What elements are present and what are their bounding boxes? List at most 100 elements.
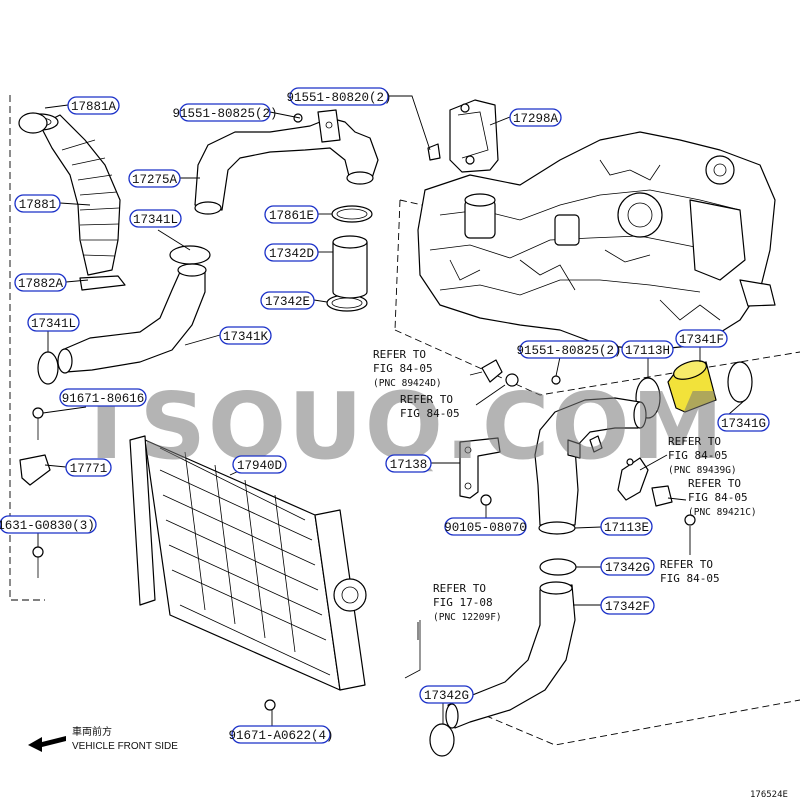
- svg-text:91671-80616: 91671-80616: [62, 392, 145, 406]
- label-17275a[interactable]: 17275A: [128, 169, 181, 188]
- label-91551-80820[interactable]: 91551-80820(2): [286, 87, 392, 106]
- svg-text:17940D: 17940D: [237, 459, 282, 473]
- svg-text:(PNC 89424D): (PNC 89424D): [373, 378, 442, 389]
- diagram-id: 176524E: [750, 790, 788, 800]
- label-17882a[interactable]: 17882A: [14, 273, 67, 292]
- label-17341f[interactable]: 17341F: [675, 329, 728, 348]
- sensor-89439g: [617, 457, 696, 526]
- intercooler-17940d: [129, 435, 421, 711]
- label-17881[interactable]: 17881: [14, 194, 61, 213]
- svg-text:91551-80820(2): 91551-80820(2): [286, 91, 391, 105]
- svg-text:17342G: 17342G: [605, 561, 650, 575]
- label-17771[interactable]: 17771: [65, 458, 112, 477]
- refer-89424d: REFER TO FIG 84-05 (PNC 89424D): [373, 348, 442, 389]
- svg-text:REFER TO: REFER TO: [400, 393, 453, 406]
- label-1631-g0830[interactable]: 1631-G0830(3): [0, 515, 97, 534]
- svg-text:17342D: 17342D: [269, 247, 314, 261]
- svg-text:FIG 84-05: FIG 84-05: [660, 572, 720, 585]
- label-17341k[interactable]: 17341K: [219, 326, 272, 345]
- svg-text:(PNC 12209F): (PNC 12209F): [433, 612, 502, 623]
- svg-text:REFER TO: REFER TO: [688, 477, 741, 490]
- svg-text:FIG 84-05: FIG 84-05: [373, 362, 433, 375]
- svg-text:17341K: 17341K: [223, 330, 269, 344]
- label-17341l-lower[interactable]: 17341L: [27, 313, 80, 332]
- label-17940d[interactable]: 17940D: [232, 455, 287, 474]
- svg-text:REFER TO: REFER TO: [373, 348, 426, 361]
- refer-84-05-b: REFER TO FIG 84-05: [660, 558, 720, 585]
- arrow-left-icon: [28, 736, 66, 752]
- svg-text:17138: 17138: [390, 458, 428, 472]
- svg-text:FIG 17-08: FIG 17-08: [433, 596, 493, 609]
- label-17113h[interactable]: 17113H: [621, 340, 674, 359]
- svg-text:17342E: 17342E: [265, 295, 310, 309]
- svg-text:17771: 17771: [70, 462, 108, 476]
- hose-17342d: [332, 235, 368, 299]
- fasteners-left: [19, 407, 51, 578]
- engine-block: [417, 131, 776, 351]
- svg-text:REFER TO: REFER TO: [433, 582, 486, 595]
- vehicle-front-indicator: 車両前方 VEHICLE FRONT SIDE: [28, 725, 178, 752]
- front-side-english: VEHICLE FRONT SIDE: [72, 741, 178, 752]
- svg-text:1631-G0830(3): 1631-G0830(3): [0, 519, 95, 533]
- leader-lines: [37, 95, 746, 734]
- refer-12209f: REFER TO FIG 17-08 (PNC 12209F): [433, 582, 502, 623]
- hose-17342f: [445, 581, 576, 729]
- label-17342f[interactable]: 17342F: [600, 596, 655, 615]
- refer-84-05-a: REFER TO FIG 84-05: [400, 393, 460, 420]
- bracket-17298a: [427, 99, 499, 173]
- svg-text:17341F: 17341F: [679, 333, 724, 347]
- svg-text:17342G: 17342G: [424, 689, 469, 703]
- pipe-17113: [534, 375, 647, 535]
- svg-text:REFER TO: REFER TO: [668, 435, 721, 448]
- label-90105-08070[interactable]: 90105-08070: [444, 517, 527, 536]
- label-17341l-upper[interactable]: 17341L: [129, 209, 182, 228]
- label-17342g-upper[interactable]: 17342G: [600, 557, 655, 576]
- label-17298a[interactable]: 17298A: [509, 108, 562, 127]
- svg-text:91551-80825(2): 91551-80825(2): [172, 107, 277, 121]
- label-17341g[interactable]: 17341G: [717, 413, 770, 432]
- label-17113e[interactable]: 17113E: [600, 517, 653, 536]
- label-91551-80825-lower[interactable]: 91551-80825(2): [516, 340, 622, 359]
- svg-text:17298A: 17298A: [513, 112, 559, 126]
- refer-89439g: REFER TO FIG 84-05 (PNC 89439G): [668, 435, 737, 476]
- svg-text:17341G: 17341G: [721, 417, 766, 431]
- svg-text:(PNC 89421C): (PNC 89421C): [688, 507, 757, 518]
- svg-text:17861E: 17861E: [269, 209, 314, 223]
- svg-text:FIG 84-05: FIG 84-05: [688, 491, 748, 504]
- hose-17341k: [57, 263, 207, 374]
- refer-89421c: REFER TO FIG 84-05 (PNC 89421C): [688, 477, 757, 518]
- label-17138[interactable]: 17138: [385, 454, 432, 473]
- svg-text:17341L: 17341L: [133, 213, 178, 227]
- svg-text:17113H: 17113H: [625, 344, 670, 358]
- svg-text:FIG 84-05: FIG 84-05: [400, 407, 460, 420]
- svg-text:91551-80825(2): 91551-80825(2): [516, 344, 621, 358]
- svg-text:(PNC 89439G): (PNC 89439G): [668, 465, 737, 476]
- svg-text:17881A: 17881A: [71, 100, 117, 114]
- refer-notes: REFER TO FIG 84-05 (PNC 89424D) REFER TO…: [373, 348, 757, 623]
- svg-text:17341L: 17341L: [31, 317, 76, 331]
- front-side-japanese: 車両前方: [72, 725, 112, 738]
- svg-text:90105-08070: 90105-08070: [444, 521, 527, 535]
- svg-text:FIG 84-05: FIG 84-05: [668, 449, 728, 462]
- label-91671-80616[interactable]: 91671-80616: [59, 388, 147, 407]
- pipe-17275a: [194, 109, 379, 215]
- svg-text:17342F: 17342F: [605, 600, 650, 614]
- label-17881a[interactable]: 17881A: [67, 96, 120, 115]
- label-91671-a0622[interactable]: 91671-A0622(4): [228, 725, 334, 744]
- svg-text:REFER TO: REFER TO: [660, 558, 713, 571]
- svg-text:17881: 17881: [19, 198, 57, 212]
- coupler-17341f-highlighted[interactable]: [667, 357, 717, 413]
- part-labels: 17881A 91551-80825(2) 91551-80820(2) 172…: [0, 87, 770, 744]
- label-17861e[interactable]: 17861E: [264, 205, 319, 224]
- label-17342e[interactable]: 17342E: [260, 291, 315, 310]
- svg-text:17113E: 17113E: [604, 521, 649, 535]
- label-91551-80825-upper[interactable]: 91551-80825(2): [172, 103, 278, 122]
- svg-text:17275A: 17275A: [132, 173, 178, 187]
- clamps: [18, 112, 753, 757]
- svg-text:17882A: 17882A: [18, 277, 64, 291]
- bracket-17138: [459, 359, 519, 506]
- label-17342g-lower[interactable]: 17342G: [419, 685, 474, 704]
- label-17342d[interactable]: 17342D: [264, 243, 319, 262]
- svg-text:91671-A0622(4): 91671-A0622(4): [228, 729, 333, 743]
